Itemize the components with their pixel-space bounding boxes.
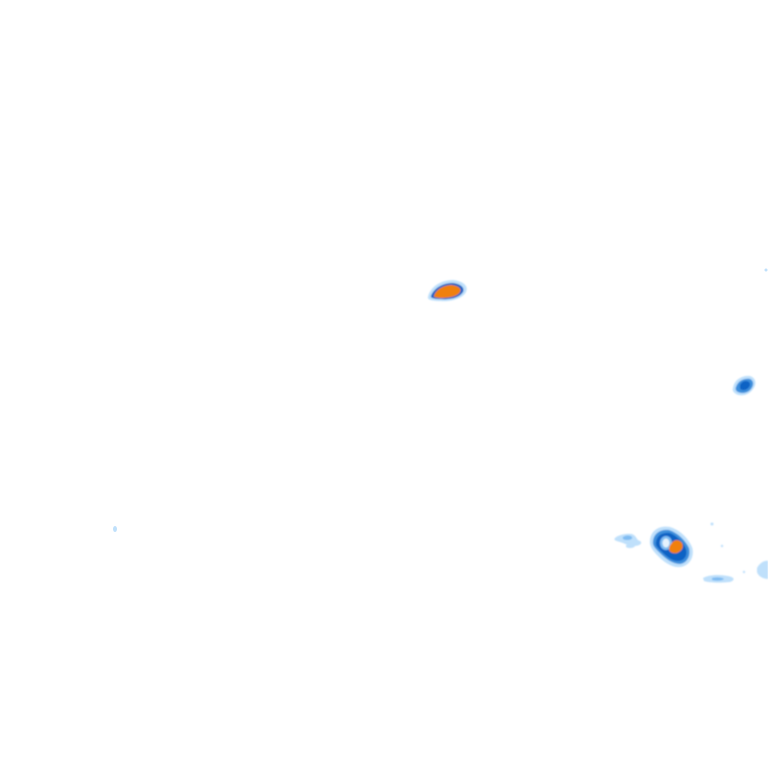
precipitation-southeast-fringe	[703, 522, 768, 583]
precipitation-cell-east	[732, 375, 756, 396]
precipitation-cell-southeast	[614, 526, 693, 568]
precipitation-speck-west	[113, 526, 117, 532]
precipitation-speck-east-top	[764, 268, 768, 272]
precipitation-cell-center	[427, 280, 467, 302]
